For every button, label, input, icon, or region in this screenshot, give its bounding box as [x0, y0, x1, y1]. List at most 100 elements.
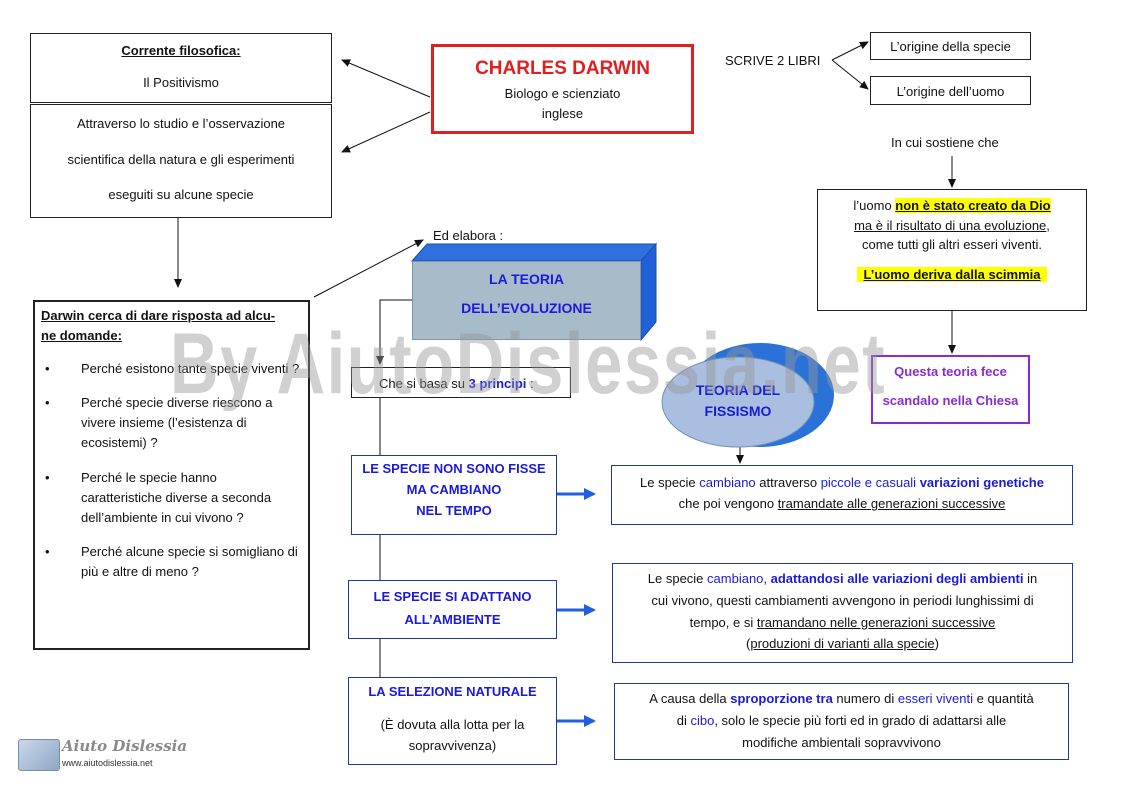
uomo-line-4-wrap: L’uomo deriva dalla scimmia: [818, 265, 1086, 285]
descrizione-2-box: Le specie cambiano, adattandosi alle var…: [612, 563, 1073, 663]
descrizione-3-box: A causa della sproporzione tra numero di…: [614, 683, 1069, 760]
descrizione-1-box: Le specie cambiano attraverso piccole e …: [611, 465, 1073, 525]
teoria-box: LA TEORIA DELL’EVOLUZIONE: [412, 261, 641, 340]
arrow-domande-elabora: [313, 239, 424, 298]
arrow-libri-book2: [831, 59, 869, 90]
teoria-line-1: LA TEORIA: [489, 271, 564, 287]
domande-title-2: ne domande:: [41, 327, 122, 343]
d3-a: A causa della: [649, 691, 731, 706]
principio-3-line-1: LA SELEZIONE NATURALE: [368, 684, 537, 699]
book2-title: L’origine dell’uomo: [896, 84, 1005, 99]
d2-c: ,: [763, 571, 771, 586]
uomo-box: l’uomo non è stato creato da Dio ma è il…: [817, 189, 1087, 311]
d2-line4a: (: [746, 636, 751, 652]
arrow-darwin-corrente: [341, 59, 431, 98]
book2-box: L’origine dell’uomo: [870, 76, 1031, 105]
principio-1-line-2: MA CAMBIANO: [406, 481, 502, 497]
principi-box: Che si basa su 3 principi :: [351, 367, 571, 398]
d3-line2a: di: [676, 712, 691, 728]
attraverso-line-3: eseguiti su alcune specie: [108, 187, 254, 202]
corrente-title: Corrente filosofica:: [121, 43, 241, 58]
d1-c: attraverso: [755, 475, 821, 490]
descrizione-3-line-3: modifiche ambientali sopravvivono: [742, 734, 941, 750]
d2-e: in: [1023, 571, 1038, 586]
d2-line4b: produzioni di varianti alla specie: [750, 636, 935, 652]
principio-3-line-3: sopravvivenza): [408, 737, 497, 753]
scandalo-box: Questa teoria fece scandalo nella Chiesa: [871, 355, 1030, 424]
logo-book-icon: [18, 739, 60, 771]
fissismo-line-2: FISSISMO: [704, 403, 772, 419]
principi-pre: Che si basa su: [379, 376, 469, 391]
logo-url: www.aiutodislessia.net: [62, 758, 153, 768]
d3-e: e quantità: [973, 691, 1034, 706]
teoria-box-top: [410, 243, 658, 262]
principi-bold: 3 principi: [468, 376, 527, 391]
descrizione-2-line-1: Le specie cambiano, adattandosi alle var…: [613, 568, 1072, 590]
attraverso-box: Attraverso lo studio e l’osservazione sc…: [30, 104, 332, 218]
corrente-box: Corrente filosofica: Il Positivismo: [30, 33, 332, 103]
d3-c: numero di: [832, 691, 898, 706]
d1-d: piccole e casuali: [820, 475, 917, 490]
principio-2-line-2: ALL’AMBIENTE: [404, 611, 501, 627]
scandalo-line-1: Questa teoria fece: [894, 364, 1007, 379]
darwin-line-1: Biologo e scienziato: [504, 86, 621, 101]
d2-d: adattandosi alle variazioni degli ambien…: [770, 571, 1024, 586]
d3-b: sproporzione tra: [730, 691, 833, 706]
d1-line2b: tramandate alle generazioni successive: [777, 496, 1006, 512]
teoria-box-side: [640, 242, 657, 342]
domanda-2: Perché specie diverse riescono a vivere …: [41, 393, 300, 453]
darwin-box: CHARLES DARWIN Biologo e scienziato ingl…: [431, 44, 694, 134]
d2-line3a: tempo, e si: [689, 614, 757, 630]
corrente-value: Il Positivismo: [143, 74, 219, 90]
uomo-line-3: come tutti gli altri esseri viventi.: [862, 237, 1042, 252]
principio-2-line-1: LE SPECIE SI ADATTANO: [373, 589, 532, 604]
uomo-line-2-end: ,: [1046, 217, 1050, 233]
attraverso-line-2: scientifica della natura e gli esperimen…: [67, 151, 295, 167]
attraverso-line-1: Attraverso lo studio e l’osservazione: [76, 116, 286, 131]
fissismo-ellipse: [661, 356, 815, 448]
logo-name: Aiuto Dislessia: [62, 737, 188, 755]
d1-b: cambiano: [699, 475, 756, 490]
d2-b: cambiano: [707, 571, 764, 586]
fissismo-line-1: TEORIA DEL: [695, 382, 781, 398]
principi-post: :: [526, 376, 534, 391]
domande-list: Perché esistono tante specie viventi ? P…: [41, 359, 300, 582]
d2-a: Le specie: [647, 571, 708, 586]
d3-line2c: , solo le specie più forti ed in grado d…: [714, 712, 1007, 728]
uomo-pre: l’uomo: [853, 198, 896, 213]
principio-1-line-1: LE SPECIE NON SONO FISSE: [362, 461, 546, 476]
arrow-libri-book1: [831, 41, 869, 61]
sostiene-label: In cui sostiene che: [891, 135, 999, 150]
darwin-line-2: inglese: [541, 105, 584, 121]
d3-d: esseri viventi: [897, 691, 973, 706]
fissismo-label: TEORIA DEL FISSISMO: [678, 380, 798, 422]
descrizione-1-line-1: Le specie cambiano attraverso piccole e …: [612, 472, 1072, 493]
uomo-highlight: non è stato creato da Dio: [895, 198, 1051, 213]
d2-line3b: tramandano nelle generazioni successive: [756, 614, 996, 630]
descrizione-2-line-2: cui vivono, questi cambiamenti avvengono…: [651, 592, 1034, 608]
principio-3-line-2: (È dovuta alla lotta per la: [380, 716, 525, 732]
domanda-3: Perché le specie hanno caratteristiche d…: [41, 468, 300, 528]
book1-box: L’origine della specie: [870, 32, 1031, 60]
scandalo-line-2: scandalo nella Chiesa: [882, 392, 1019, 408]
descrizione-1-line-2: che poi vengono tramandate alle generazi…: [612, 493, 1072, 514]
principio-2-box: LE SPECIE SI ADATTANO ALL’AMBIENTE: [348, 580, 557, 639]
d2-line4c: ): [934, 636, 939, 652]
principio-1-box: LE SPECIE NON SONO FISSE MA CAMBIANO NEL…: [351, 455, 557, 535]
d1-line2a: che poi vengono: [678, 496, 778, 512]
domanda-4: Perché alcune specie si somigliano di pi…: [41, 542, 300, 582]
libri-label: SCRIVE 2 LIBRI: [725, 53, 821, 68]
domande-title-1: Darwin cerca di dare risposta ad alcu-: [41, 308, 276, 323]
principio-3-box: LA SELEZIONE NATURALE (È dovuta alla lot…: [348, 677, 557, 765]
logo: Aiuto Dislessia www.aiutodislessia.net: [18, 737, 187, 777]
uomo-line-4: L’uomo deriva dalla scimmia: [857, 266, 1047, 282]
d3-line2b: cibo: [690, 712, 715, 728]
uomo-line-2-text: ma è il risultato di una evoluzione: [854, 217, 1047, 233]
d1-f: variazioni genetiche: [919, 475, 1044, 490]
descrizione-3-line-1: A causa della sproporzione tra numero di…: [615, 688, 1068, 710]
principio-1-line-3: NEL TEMPO: [416, 502, 492, 518]
descrizione-2-line-3: tempo, e si tramandano nelle generazioni…: [613, 612, 1072, 634]
descrizione-2-line-4: (produzioni di varianti alla specie): [613, 633, 1072, 655]
book1-title: L’origine della specie: [890, 39, 1011, 54]
